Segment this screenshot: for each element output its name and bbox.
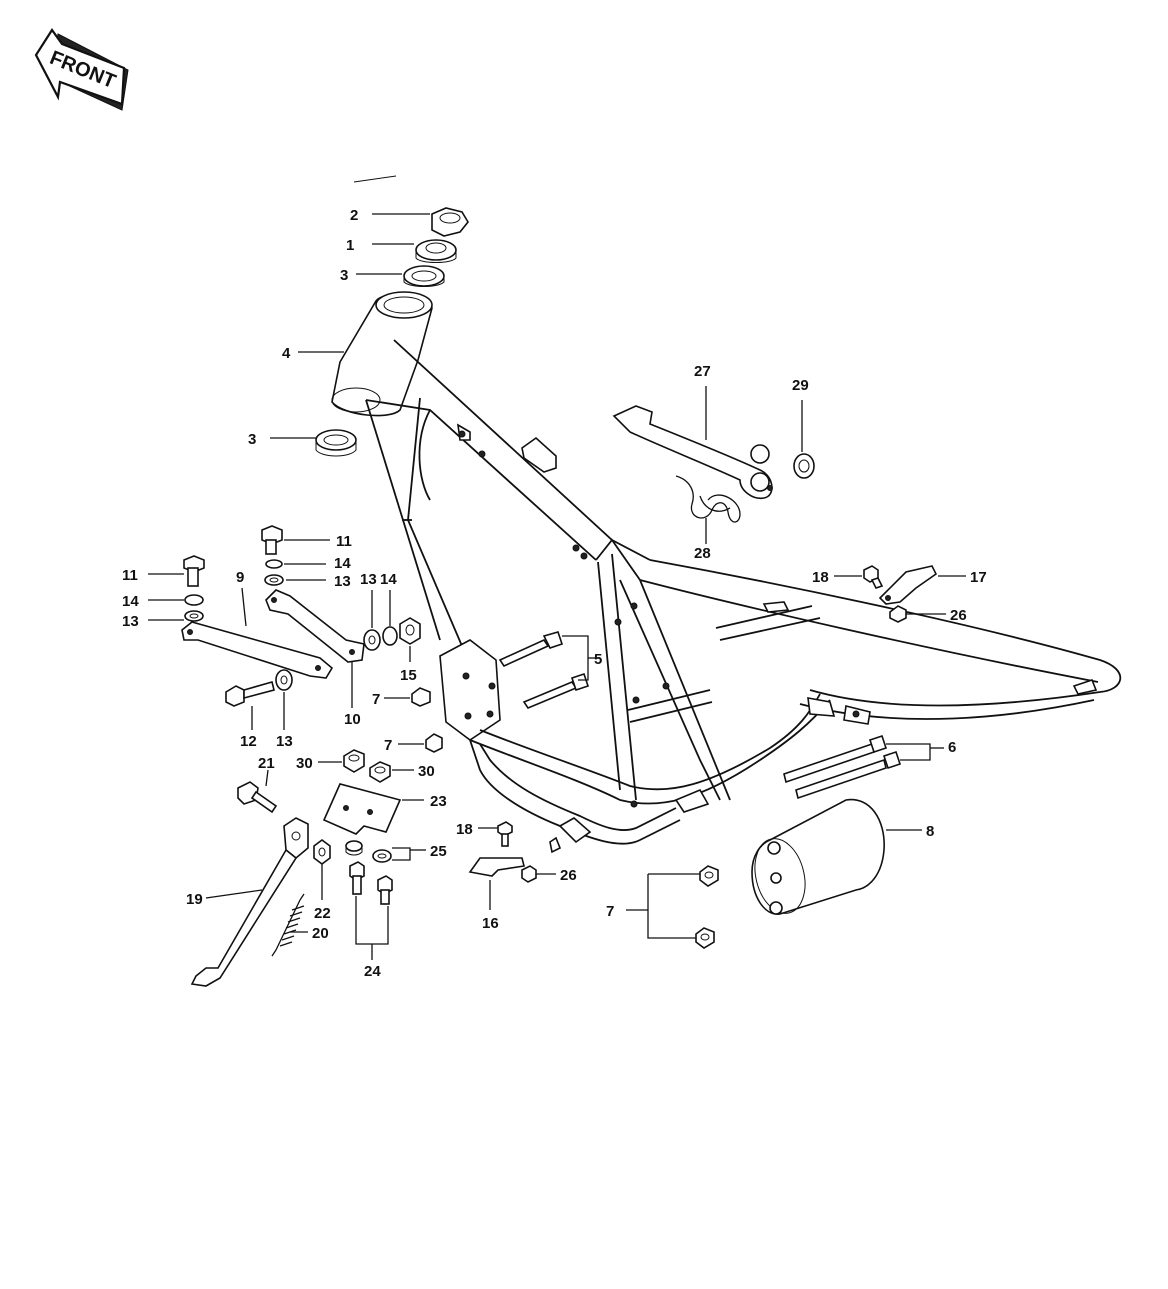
label-9: 9 bbox=[236, 569, 244, 586]
label-13-b: 13 bbox=[360, 571, 377, 588]
label-26-bottom: 26 bbox=[560, 867, 577, 884]
label-18-right: 18 bbox=[812, 569, 829, 586]
part-9-bracket bbox=[181, 621, 334, 679]
label-6: 6 bbox=[948, 739, 956, 756]
main-frame bbox=[331, 291, 1122, 854]
label-19: 19 bbox=[186, 891, 203, 908]
part-5-bolt-lower bbox=[522, 672, 590, 709]
label-13-c: 13 bbox=[276, 733, 293, 750]
part-6-bolt-upper bbox=[783, 734, 888, 784]
part-18-screw-bottom bbox=[497, 821, 513, 847]
part-11-bolt-right bbox=[261, 525, 283, 555]
part-5-bolt-upper bbox=[498, 631, 564, 668]
part-17-bracket bbox=[878, 565, 938, 605]
part-20-spring bbox=[271, 893, 305, 957]
part-25-spacer-b bbox=[372, 849, 392, 863]
part-16-plate bbox=[468, 857, 525, 877]
part-24-bolt-a bbox=[349, 861, 365, 895]
part-number-labels: 2 1 3 4 3 27 29 28 11 14 13 11 14 13 9 1… bbox=[122, 207, 987, 980]
label-12: 12 bbox=[240, 733, 257, 750]
part-14-lockwasher-right bbox=[265, 559, 283, 569]
label-30-a: 30 bbox=[296, 755, 313, 772]
label-27: 27 bbox=[694, 363, 711, 380]
part-15-nut bbox=[399, 617, 421, 645]
part-7-nut-d bbox=[695, 927, 715, 949]
label-4: 4 bbox=[282, 345, 291, 362]
part-26-nut-bottom bbox=[521, 865, 537, 883]
part-26-nut-right bbox=[889, 605, 907, 623]
label-18-bottom: 18 bbox=[456, 821, 473, 838]
part-30-nut-b bbox=[369, 761, 391, 783]
label-11-right: 11 bbox=[336, 533, 352, 550]
part-19-side-stand bbox=[190, 817, 309, 987]
label-14-left: 14 bbox=[122, 593, 139, 610]
part-14-lockwasher-left bbox=[184, 594, 204, 606]
part-12-bolt bbox=[225, 681, 275, 707]
part-7-nut-c bbox=[699, 865, 719, 887]
label-13-right: 13 bbox=[334, 573, 351, 590]
label-2-top: 2 bbox=[350, 207, 358, 224]
label-21: 21 bbox=[258, 755, 275, 772]
part-3-bearing-top bbox=[403, 265, 445, 287]
part-13-washer-lower bbox=[275, 669, 293, 691]
label-30-b: 30 bbox=[418, 763, 435, 780]
part-3-bearing-lower bbox=[315, 429, 357, 457]
front-arrow: FRONT bbox=[34, 28, 129, 111]
label-8: 8 bbox=[926, 823, 934, 840]
part-13-washer-left bbox=[184, 610, 204, 622]
part-14-lockwasher-mid bbox=[382, 626, 398, 646]
label-29: 29 bbox=[792, 377, 809, 394]
part-27-brake-pedal bbox=[612, 405, 773, 500]
part-22-nut bbox=[313, 839, 331, 865]
label-28: 28 bbox=[694, 545, 711, 562]
label-26-right: 26 bbox=[950, 607, 967, 624]
part-1-washer bbox=[415, 239, 457, 263]
label-3-top: 3 bbox=[340, 267, 348, 284]
part-7-nut-b bbox=[425, 733, 443, 753]
label-5: 5 bbox=[594, 651, 602, 668]
part-24-bolt-b bbox=[377, 875, 393, 905]
label-24: 24 bbox=[364, 963, 381, 980]
part-18-screw-right bbox=[863, 565, 884, 589]
part-30-nut-a bbox=[343, 749, 365, 773]
label-3-mid: 3 bbox=[248, 431, 256, 448]
label-22: 22 bbox=[314, 905, 331, 922]
part-25-spacer-a bbox=[345, 840, 363, 856]
part-2-stem-nut bbox=[431, 207, 469, 237]
label-10: 10 bbox=[344, 711, 361, 728]
part-10-bracket bbox=[265, 589, 365, 663]
part-23-plate bbox=[322, 783, 402, 835]
leader-lines bbox=[148, 213, 966, 960]
label-7-c: 7 bbox=[606, 903, 614, 920]
label-13-left: 13 bbox=[122, 613, 139, 630]
part-7-nut-a bbox=[411, 687, 431, 707]
part-13-washer-mid bbox=[363, 629, 381, 651]
label-1-top: 1 bbox=[346, 237, 354, 254]
part-11-bolt-left bbox=[183, 555, 205, 587]
label-7-b: 7 bbox=[384, 737, 392, 754]
label-16: 16 bbox=[482, 915, 499, 932]
part-13-washer-right bbox=[264, 574, 284, 586]
part-6-bolt-lower bbox=[795, 750, 902, 800]
part-28-return-spring bbox=[675, 475, 741, 523]
label-23: 23 bbox=[430, 793, 447, 810]
label-15: 15 bbox=[400, 667, 417, 684]
label-17: 17 bbox=[970, 569, 987, 586]
part-29-circlip bbox=[793, 453, 815, 479]
part-21-bolt bbox=[237, 781, 278, 814]
label-14-b: 14 bbox=[380, 571, 397, 588]
label-14-right: 14 bbox=[334, 555, 351, 572]
label-25: 25 bbox=[430, 843, 447, 860]
label-20: 20 bbox=[312, 925, 329, 942]
label-7-a: 7 bbox=[372, 691, 380, 708]
label-11-left: 11 bbox=[122, 567, 138, 584]
part-8-canister bbox=[751, 798, 885, 915]
